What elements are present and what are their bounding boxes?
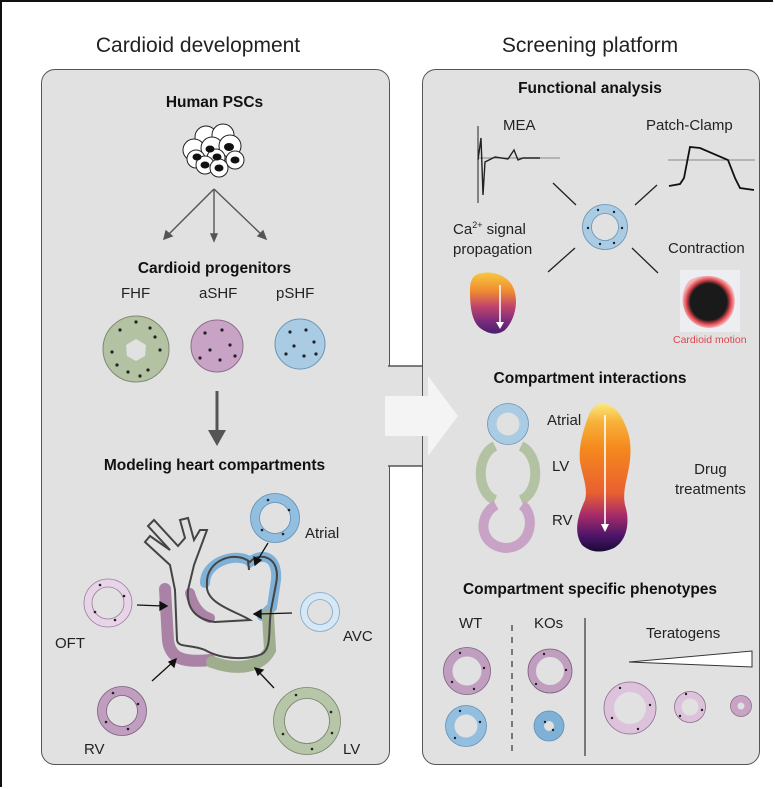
- ko-blue-organoid-icon: [533, 710, 565, 742]
- wt-label: WT: [459, 615, 483, 632]
- teratogen-mid-organoid-icon: [674, 691, 706, 723]
- heart-oft-rv-region: [159, 583, 216, 667]
- left-column-title: Cardioid development: [95, 34, 301, 57]
- atrial-organoid-icon: [250, 493, 300, 543]
- ca-superscript: 2+: [472, 220, 483, 230]
- calcium-propagation-map: [470, 272, 516, 334]
- teratogen-low-organoid-icon: [603, 681, 657, 735]
- modeling-heart-compartments-heading: Modeling heart compartments: [103, 457, 326, 474]
- interaction-lv-label: LV: [552, 458, 570, 475]
- drug-treatments-label: Drug treatments: [675, 460, 746, 500]
- avc-label: AVC: [343, 628, 373, 645]
- mea-trace-icon: [477, 126, 560, 203]
- contraction-motion-map: [682, 275, 735, 328]
- rv-organoid-icon: [97, 686, 147, 736]
- patch-clamp-trace-icon: [668, 146, 755, 191]
- contraction-label: Contraction: [668, 240, 745, 257]
- down-arrow-icon: [208, 391, 226, 446]
- rv-label: RV: [84, 741, 105, 758]
- compartment-specific-phenotypes-heading: Compartment specific phenotypes: [462, 581, 718, 598]
- compartment-arrows: [136, 542, 293, 689]
- lv-label: LV: [343, 741, 361, 758]
- functional-analysis-heading: Functional analysis: [518, 80, 662, 97]
- heart-outline: [143, 516, 278, 660]
- central-organoid-icon: [582, 204, 628, 250]
- dose-gradient-wedge-icon: [628, 650, 753, 668]
- ashf-organoid-icon: [190, 319, 244, 373]
- mea-label: MEA: [503, 117, 536, 134]
- treatments-text: treatments: [675, 481, 746, 498]
- fhf-label: FHF: [121, 285, 151, 302]
- avc-organoid-icon: [300, 592, 340, 632]
- propagation-text: propagation: [453, 241, 533, 258]
- multichamber-organoid-icon: [475, 403, 541, 554]
- ca-text: Ca: [453, 221, 473, 238]
- patch-clamp-label: Patch-Clamp: [646, 117, 733, 134]
- compartment-interactions-heading: Compartment interactions: [493, 370, 687, 387]
- cardioid-progenitors-heading: Cardioid progenitors: [137, 260, 292, 277]
- cardioid-motion-caption: Cardioid motion: [673, 334, 747, 346]
- pshf-label: pSHF: [276, 285, 315, 302]
- right-column-title: Screening platform: [501, 34, 679, 57]
- heart-lv-region: [206, 609, 277, 673]
- signal-text: signal: [482, 221, 526, 238]
- calcium-direction-arrow-icon: [496, 285, 504, 329]
- right-arrow-icon: [385, 376, 458, 456]
- drug-direction-arrow-icon: [601, 415, 609, 532]
- interaction-rv-label: RV: [552, 512, 573, 529]
- lv-organoid-icon: [273, 687, 341, 755]
- oft-organoid-icon: [83, 578, 133, 628]
- fhf-organoid-icon: [102, 315, 170, 383]
- atrial-label: Atrial: [305, 525, 340, 542]
- differentiation-arrows: [162, 188, 268, 243]
- drug-propagation-map: [577, 403, 631, 552]
- ko-purple-organoid-icon: [527, 648, 573, 694]
- drug-text: Drug: [694, 461, 727, 478]
- teratogen-high-organoid-icon: [730, 695, 752, 717]
- oft-label: OFT: [55, 635, 85, 652]
- kos-label: KOs: [534, 615, 564, 632]
- wt-purple-organoid-icon: [443, 647, 491, 695]
- human-pscs-heading: Human PSCs: [165, 94, 264, 111]
- ashf-label: aSHF: [199, 285, 238, 302]
- functional-connector-lines: [547, 182, 659, 274]
- interaction-atrial-label: Atrial: [547, 412, 582, 429]
- pshf-organoid-icon: [274, 318, 326, 370]
- ca-signal-label: Ca2+ signal propagation: [453, 215, 532, 260]
- wt-blue-organoid-icon: [445, 705, 487, 747]
- teratogens-label: Teratogens: [646, 625, 721, 642]
